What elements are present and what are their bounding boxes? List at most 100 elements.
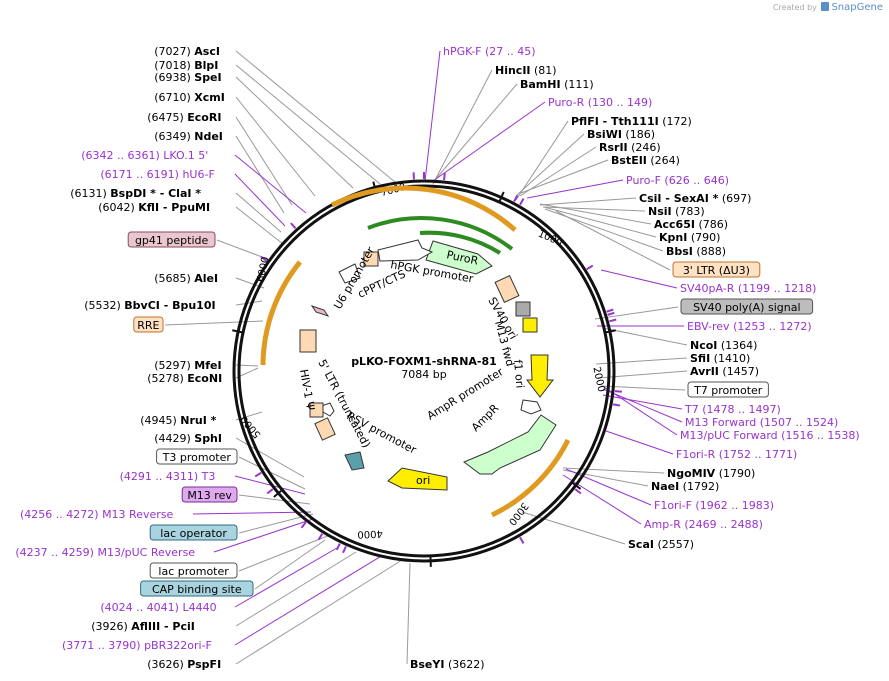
- left-label-m13-rev-20[interactable]: M13 rev: [181, 486, 238, 503]
- leader-line: [235, 135, 285, 214]
- right-label-m13-puc-forward-24[interactable]: M13/pUC Forward (1516 .. 1538): [680, 429, 860, 442]
- left-label-kfli-ppumi-9[interactable]: (6042) KflI - PpuMI: [98, 201, 210, 214]
- left-label-m13-reverse-21[interactable]: (4256 .. 4272) M13 Reverse: [20, 508, 173, 521]
- right-label-t7-22[interactable]: T7 (1478 .. 1497): [684, 403, 781, 416]
- feature-5ltr[interactable]: [314, 417, 336, 441]
- left-label-gp41-peptide-10[interactable]: gp41 peptide: [127, 231, 216, 248]
- feature-arc-3ltr[interactable]: [330, 185, 517, 232]
- label-name: AleI: [194, 272, 218, 285]
- label-pos: (3926): [91, 620, 131, 633]
- leader-line: [235, 551, 357, 627]
- right-label-kpni-12[interactable]: KpnI (790): [659, 231, 720, 244]
- feature-u6[interactable]: [363, 251, 379, 267]
- left-label-sphi-17[interactable]: (4429) SphI: [154, 432, 222, 445]
- right-label-bsiwi-5[interactable]: BsiWI (186): [587, 128, 655, 141]
- right-label-3-ltr-u3-14[interactable]: 3' LTR (ΔU3): [672, 261, 761, 278]
- left-label-hu6-f-7[interactable]: (6171 .. 6191) hU6-F: [100, 168, 214, 181]
- feature-arc-puro[interactable]: [367, 216, 514, 251]
- feature-m13fwd[interactable]: [522, 317, 538, 333]
- left-label-t3-19[interactable]: (4291 .. 4311) T3: [120, 470, 216, 483]
- feature-gray[interactable]: [515, 301, 531, 317]
- right-label-bsteii-7[interactable]: BstEII (264): [611, 154, 680, 167]
- left-label-m13-puc-reverse-23[interactable]: (4237 .. 4259) M13/pUC Reverse: [15, 546, 195, 559]
- right-label-bamhi-2[interactable]: BamHI (111): [520, 78, 594, 91]
- right-label-avrii-20[interactable]: AvrII (1457): [690, 365, 759, 378]
- left-label-t3-promoter-18[interactable]: T3 promoter: [156, 448, 238, 465]
- right-label-f1ori-r-25[interactable]: F1ori-R (1752 .. 1771): [676, 448, 797, 461]
- feature-amp-promoter[interactable]: [520, 399, 542, 415]
- left-label-lko-1-5-6[interactable]: (6342 .. 6361) LKO.1 5': [81, 149, 208, 162]
- left-label-xcmi-3[interactable]: (6710) XcmI: [154, 91, 225, 104]
- left-label-bbvci-bpu10i-12[interactable]: (5532) BbvCI - Bpu10I: [84, 299, 215, 312]
- label-text: (3926) AflIII - PciI: [91, 620, 195, 633]
- feature-hpgk[interactable]: [377, 239, 434, 262]
- right-label-ngomiv-26[interactable]: NgoMIV (1790): [667, 467, 755, 480]
- feature-ampR[interactable]: [463, 414, 557, 475]
- right-label-bseyi-31[interactable]: BseYI (3622): [410, 658, 485, 671]
- left-label-lac-operator-22[interactable]: lac operator: [149, 524, 238, 541]
- left-label-mfei-14[interactable]: (5297) MfeI: [154, 359, 221, 372]
- right-label-column[interactable]: hPGK-F (27 .. 45) HincII (81)BamHI (111) P…: [410, 45, 860, 671]
- left-label-pspfi-29[interactable]: (3626) PspFI: [147, 658, 221, 671]
- left-label-rre-13[interactable]: RRE: [133, 316, 164, 333]
- right-label-hpgk-f-0[interactable]: hPGK-F (27 .. 45): [443, 45, 536, 58]
- left-label-econi-15[interactable]: (5278) EcoNI: [147, 372, 222, 385]
- left-label-afliii-pcii-27[interactable]: (3926) AflIII - PciI: [91, 620, 195, 633]
- right-label-ebv-rev-17[interactable]: EBV-rev (1253 .. 1272): [687, 320, 812, 333]
- feature-f1ori[interactable]: [525, 354, 555, 398]
- left-label-alei-11[interactable]: (5685) AleI: [154, 272, 218, 285]
- left-label-ecori-4[interactable]: (6475) EcoRI: [147, 111, 221, 124]
- right-label-amp-r-29[interactable]: Amp-R (2469 .. 2488): [644, 518, 763, 531]
- feature-ori[interactable]: [387, 467, 448, 491]
- right-label-sv40-poly-a-signal-16[interactable]: SV40 poly(A) signal: [680, 298, 814, 315]
- label-pos: (4237 .. 4259): [15, 546, 97, 559]
- feature-layer[interactable]: [260, 185, 571, 518]
- right-label-nsii-10[interactable]: NsiI (783): [648, 205, 705, 218]
- right-label-f1ori-f-28[interactable]: F1ori-F (1962 .. 1983): [654, 499, 774, 512]
- right-label-hincii-1[interactable]: HincII (81): [495, 64, 557, 77]
- primer-tick-14: [335, 543, 341, 551]
- feature-arc-rre[interactable]: [260, 260, 302, 366]
- right-label-csii-sexai-9[interactable]: CsiI - SexAI * (697): [639, 192, 751, 205]
- right-label-sfii-19[interactable]: SfiI (1410): [690, 352, 750, 365]
- right-label-m13-forward-23[interactable]: M13 Forward (1507 .. 1524): [685, 416, 838, 429]
- feature-rre-box[interactable]: [299, 329, 317, 353]
- feature-sv40ori[interactable]: [494, 274, 520, 304]
- right-label-puro-r-3[interactable]: Puro-R (130 .. 149): [548, 96, 652, 109]
- feature-gp41[interactable]: [310, 305, 330, 317]
- left-label-column[interactable]: (7027) AscI(7018) BlpI(6938) SpeI (6710) …: [15, 45, 254, 671]
- feature-cppt[interactable]: [338, 263, 361, 284]
- right-label-bbsi-13[interactable]: BbsI (888): [666, 245, 726, 258]
- left-label-lac-promoter-24[interactable]: lac promoter: [149, 562, 238, 579]
- left-label-l4440-26[interactable]: (4024 .. 4041) L4440: [100, 601, 216, 614]
- app-credit: Created by SnapGene: [773, 2, 883, 13]
- feature-psi[interactable]: [309, 402, 324, 418]
- label-text: (4024 .. 4041) L4440: [100, 601, 216, 614]
- left-label-asci-0[interactable]: (7027) AscI: [154, 45, 220, 58]
- left-label-ndei-5[interactable]: (6349) NdeI: [154, 130, 223, 143]
- left-label-blpi-1[interactable]: (7018) BlpI: [154, 59, 218, 72]
- leader-line: [406, 562, 411, 665]
- right-label-acc65i-11[interactable]: Acc65I (786): [654, 218, 728, 231]
- left-label-nrui-16[interactable]: (4945) NruI *: [140, 414, 216, 427]
- feature-puroR[interactable]: [425, 240, 493, 275]
- left-label-bspdi-clai-8[interactable]: (6131) BspDI * - ClaI *: [70, 187, 201, 200]
- feature-rsv[interactable]: [314, 402, 335, 417]
- right-label-puro-f-8[interactable]: Puro-F (626 .. 646): [626, 174, 729, 187]
- right-label-scai-30[interactable]: ScaI (2557): [628, 538, 694, 551]
- right-label-sv40pa-r-15[interactable]: SV40pA-R (1199 .. 1218): [680, 282, 816, 295]
- right-label-t7-promoter-21[interactable]: T7 promoter: [687, 381, 769, 398]
- left-label-pbr322ori-f-28[interactable]: (3771 .. 3790) pBR322ori-F: [62, 639, 212, 652]
- right-label-pflfi-tth111i-4[interactable]: PflFI - Tth111I (172): [571, 115, 692, 128]
- left-label-spei-2[interactable]: (6938) SpeI: [154, 71, 221, 84]
- feature-arc-puro-inner[interactable]: [419, 230, 502, 255]
- feature-arc-bla[interactable]: [490, 438, 571, 518]
- right-label-rsrii-6[interactable]: RsrII (246): [599, 141, 661, 154]
- right-label-naei-27[interactable]: NaeI (1792): [651, 480, 719, 493]
- inner-label-f1ori: f1 ori: [511, 359, 526, 389]
- left-label-cap-binding-site-25[interactable]: CAP binding site: [140, 580, 254, 597]
- label-name: NcoI: [690, 339, 717, 352]
- feature-lac-cluster[interactable]: [344, 451, 365, 471]
- right-label-ncoi-18[interactable]: NcoI (1364): [690, 339, 757, 352]
